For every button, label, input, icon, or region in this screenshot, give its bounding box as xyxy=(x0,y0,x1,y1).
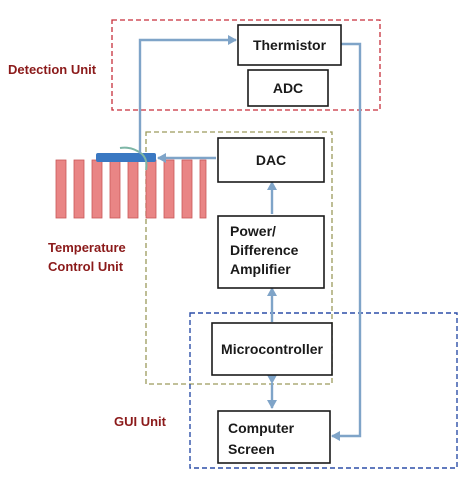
detection-unit-border xyxy=(111,19,381,111)
amplifier-label-line2: Difference xyxy=(230,242,299,258)
gui-unit-label: GUI Unit xyxy=(114,414,167,429)
microcontroller-block: Microcontroller xyxy=(211,322,333,376)
heatsink xyxy=(55,159,207,219)
dac-label: DAC xyxy=(256,152,286,168)
sensor-wire xyxy=(119,146,148,171)
sensor-bar xyxy=(96,153,156,162)
thermistor-block: Thermistor xyxy=(237,24,342,66)
arrow-sensor-to-thermistor xyxy=(138,35,237,153)
detection-unit-label: Detection Unit xyxy=(8,62,97,77)
amplifier-block: Power/ Difference Amplifier xyxy=(217,215,325,289)
temperature-control-unit-border xyxy=(145,131,333,385)
computer-screen-block: Computer Screen xyxy=(217,410,331,464)
adc-label: ADC xyxy=(273,80,303,96)
temperature-control-unit-label-line1: Temperature xyxy=(48,240,126,255)
dac-block: DAC xyxy=(217,137,325,183)
thermistor-label: Thermistor xyxy=(253,37,327,53)
computer-screen-label-line2: Screen xyxy=(228,441,275,457)
amplifier-label-line1: Power/ xyxy=(230,223,276,239)
computer-screen-label-line1: Computer xyxy=(228,420,295,436)
arrow-thermistor-to-computer xyxy=(331,42,362,441)
amplifier-label-line3: Amplifier xyxy=(230,261,291,277)
temperature-control-unit-label-line2: Control Unit xyxy=(48,259,124,274)
gui-unit-border xyxy=(189,312,458,469)
adc-block: ADC xyxy=(247,69,329,107)
microcontroller-label: Microcontroller xyxy=(221,341,323,357)
